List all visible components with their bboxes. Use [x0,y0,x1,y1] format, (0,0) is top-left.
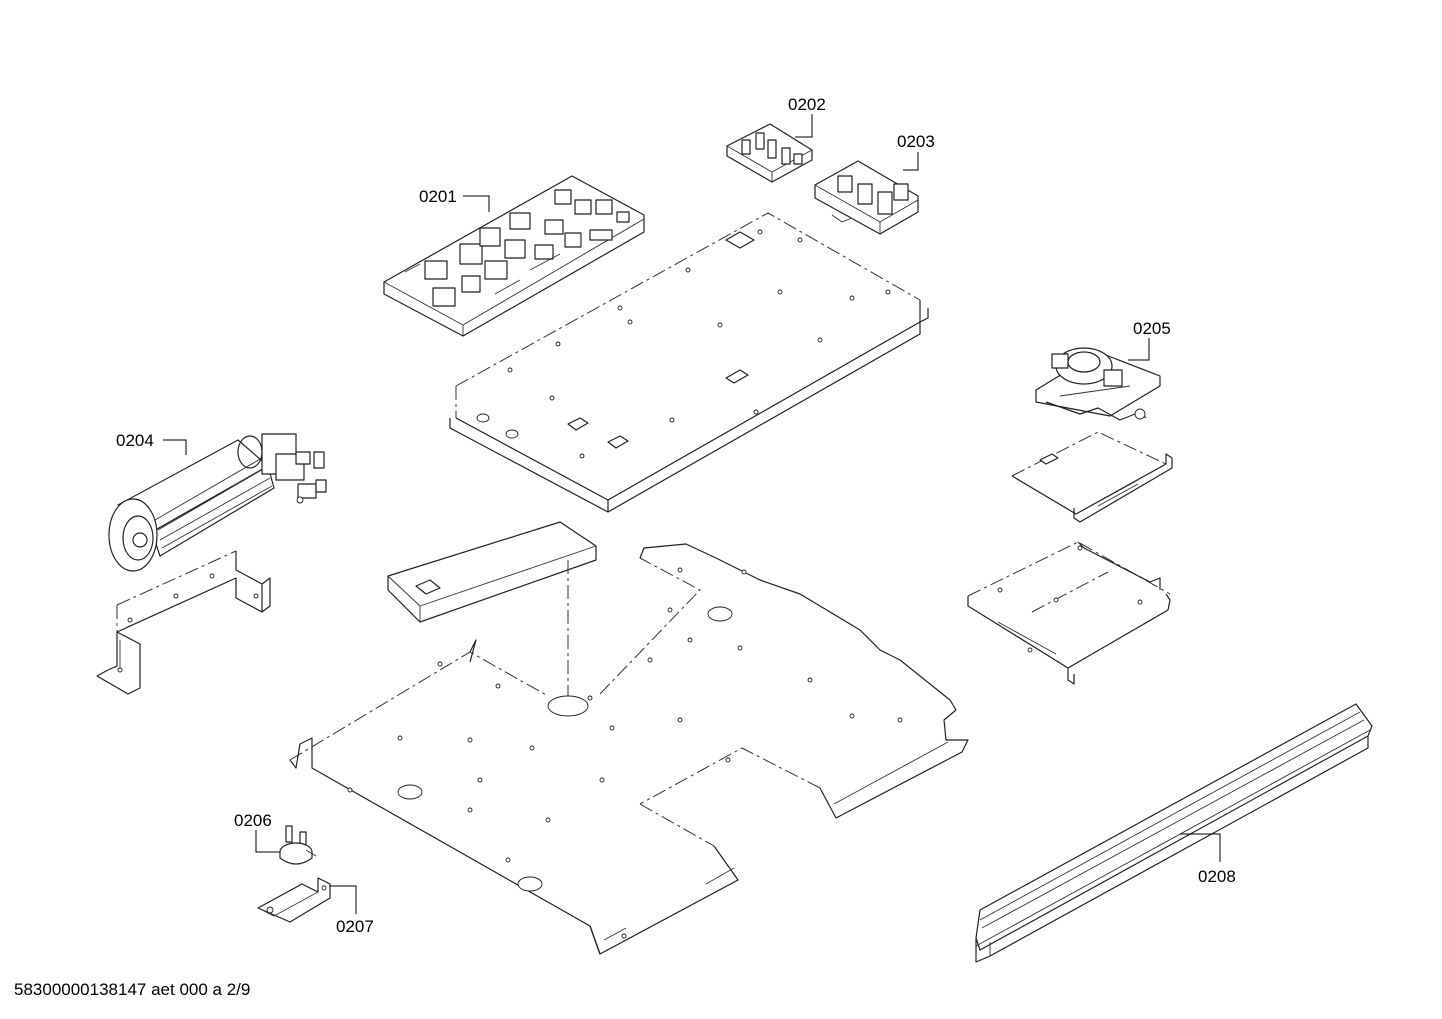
part-0202-connector[interactable] [726,123,813,183]
label-0208: 0208 [1198,867,1236,886]
top-mounting-plate [449,212,929,513]
label-0205: 0205 [1133,319,1171,338]
part-0205-switch-motor[interactable] [1035,347,1161,421]
label-0201: 0201 [419,187,457,206]
label-0202: 0202 [788,95,826,114]
label-0206: 0206 [234,811,272,830]
label-0207: 0207 [336,917,374,936]
part-0208-rail[interactable] [975,703,1373,963]
part-0203-terminal-block[interactable] [814,160,919,235]
part-0201-control-board[interactable] [383,175,645,337]
base-plate [289,543,969,955]
part-0204-tangential-fan[interactable] [108,433,327,572]
air-duct-cover [387,521,597,700]
part-0207-thermostat-bracket[interactable] [257,877,331,923]
fan-bracket [96,550,271,695]
drawing-footer-code: 58300000138147 aet 000 a 2/9 [14,980,251,999]
label-0204: 0204 [116,431,154,450]
label-0203: 0203 [897,132,935,151]
motor-bracket [1011,431,1173,523]
part-0206-thermostat[interactable] [279,825,317,865]
lower-right-bracket [967,541,1171,685]
